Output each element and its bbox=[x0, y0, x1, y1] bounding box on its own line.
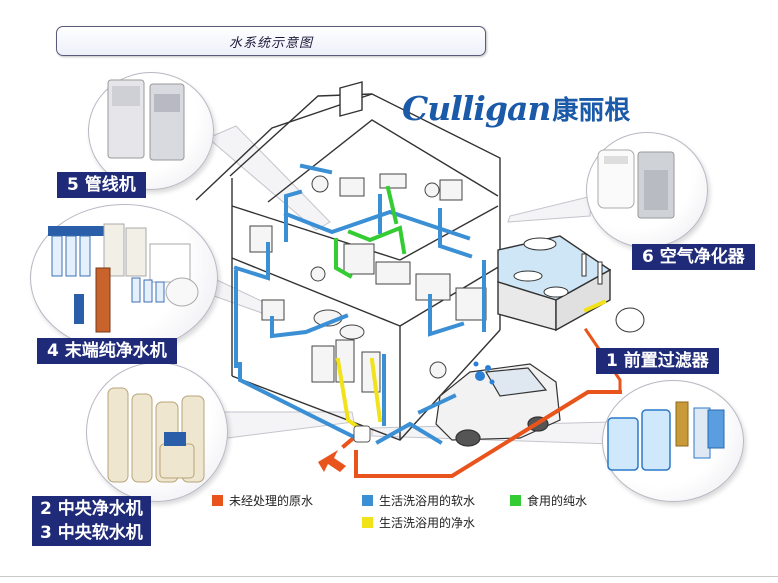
culligan-logo: Culligan 康丽根 bbox=[402, 88, 630, 128]
legend-label: 生活洗浴用的软水 bbox=[379, 494, 476, 508]
logo-brand-cn: 康丽根 bbox=[552, 95, 631, 126]
legend-item-raw-water: 未经处理的原水 bbox=[212, 492, 313, 509]
legend-label: 未经处理的原水 bbox=[229, 494, 314, 508]
logo-brand-en: Culligan bbox=[402, 88, 551, 128]
legend-swatch bbox=[510, 495, 521, 506]
pool-figures bbox=[513, 237, 645, 333]
legend-label: 食用的纯水 bbox=[527, 494, 588, 508]
pointer-5 bbox=[207, 125, 331, 231]
label-central-units: 2 中央净水机 3 中央软水机 bbox=[32, 496, 151, 546]
inlet-filter bbox=[353, 425, 371, 443]
legend-swatch bbox=[212, 495, 223, 506]
bottom-rule bbox=[0, 576, 778, 577]
legend-label: 生活洗浴用的净水 bbox=[379, 516, 476, 530]
inflow-arrow bbox=[318, 450, 346, 472]
legend-item-pure-water: 食用的纯水 bbox=[510, 492, 587, 509]
label-central-purifier: 2 中央净水机 bbox=[40, 499, 143, 519]
legend-item-clean-water: 生活洗浴用的净水 bbox=[362, 514, 475, 531]
legend-swatch bbox=[362, 517, 373, 528]
pipes bbox=[233, 163, 622, 478]
label-central-softener: 3 中央软水机 bbox=[40, 523, 143, 543]
interior-items bbox=[249, 173, 487, 393]
label-terminal-purifier: 4 末端纯净水机 bbox=[37, 338, 177, 364]
label-pipeline-dispenser: 5 管线机 bbox=[57, 172, 146, 198]
car bbox=[435, 363, 561, 447]
water-splash bbox=[473, 361, 495, 385]
diagram-title: 水系统示意图 bbox=[228, 35, 313, 51]
title-box: 水系统示意图 bbox=[56, 26, 486, 56]
label-air-purifier: 6 空气净化器 bbox=[632, 244, 755, 270]
label-prefilter: 1 前置过滤器 bbox=[596, 348, 719, 374]
legend-swatch bbox=[362, 495, 373, 506]
legend-item-soft-water: 生活洗浴用的软水 bbox=[362, 492, 475, 509]
